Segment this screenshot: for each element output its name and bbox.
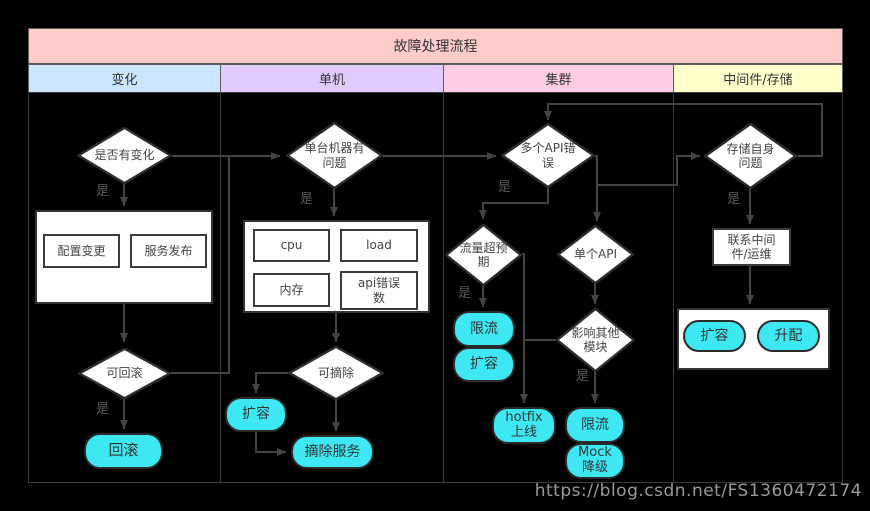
action-scale-up-storage: 扩容 xyxy=(683,320,746,352)
diamond-shape xyxy=(78,348,171,399)
decision-can-rollback: 可回滚 xyxy=(78,348,171,399)
action-rate-limit-traffic: 限流 xyxy=(453,311,515,347)
node-cpu: cpu xyxy=(253,229,330,262)
diamond-shape xyxy=(288,346,384,400)
decision-storage-own-problem: 存储自身问题 xyxy=(704,123,797,189)
decision-removable: 可摘除 xyxy=(288,346,384,400)
diamond-shape xyxy=(77,127,172,184)
diamond-shape xyxy=(445,224,522,286)
yes-label: 是 xyxy=(96,184,110,199)
lane-header-change: 变化 xyxy=(28,64,221,93)
decision-single-api: 单个API xyxy=(557,225,634,284)
node-memory: 内存 xyxy=(253,273,330,307)
node-contact-ops: 联系中间件/运维 xyxy=(712,228,791,266)
node-load: load xyxy=(340,229,418,262)
action-upgrade-config: 升配 xyxy=(757,320,820,352)
diamond-shape xyxy=(286,122,383,189)
decision-impacts-other-modules: 影响其他模块 xyxy=(556,308,635,372)
action-scale-up-traffic: 扩容 xyxy=(453,347,515,382)
yes-label: 是 xyxy=(727,192,741,207)
diagram-title: 故障处理流程 xyxy=(28,28,843,64)
lane-header-middleware-storage: 中间件/存储 xyxy=(673,64,843,93)
node-api-errors: api错误数 xyxy=(340,271,418,310)
watermark-url: https://blog.csdn.net/FS1360472174 xyxy=(534,481,862,501)
decision-traffic-exceeds: 流量超预期 xyxy=(445,224,522,286)
lane-header-cluster: 集群 xyxy=(443,64,674,93)
action-scale-up-machine: 扩容 xyxy=(225,397,287,432)
node-service-release: 服务发布 xyxy=(130,234,207,268)
action-rate-limit-module: 限流 xyxy=(565,407,625,443)
lane-separator xyxy=(443,93,444,483)
action-rollback: 回滚 xyxy=(84,433,163,469)
action-remove-service: 摘除服务 xyxy=(291,435,374,469)
decision-single-machine-problem: 单台机器有问题 xyxy=(286,122,383,189)
yes-label: 是 xyxy=(96,402,110,417)
yes-label: 是 xyxy=(576,369,590,384)
decision-has-change: 是否有变化 xyxy=(77,127,172,184)
node-config-change: 配置变更 xyxy=(43,234,120,268)
action-mock-downgrade: Mock降级 xyxy=(565,443,625,479)
action-hotfix: hotfix上线 xyxy=(492,407,556,444)
lane-header-single-machine: 单机 xyxy=(220,64,444,93)
diagram-body-frame xyxy=(28,92,843,483)
diamond-shape xyxy=(557,225,634,284)
lane-separator xyxy=(220,93,221,483)
yes-label: 是 xyxy=(300,192,314,207)
diamond-shape xyxy=(556,308,635,372)
lane-separator xyxy=(673,93,674,483)
yes-label: 是 xyxy=(458,286,472,301)
decision-multiple-api-errors: 多个API错误 xyxy=(501,123,595,188)
